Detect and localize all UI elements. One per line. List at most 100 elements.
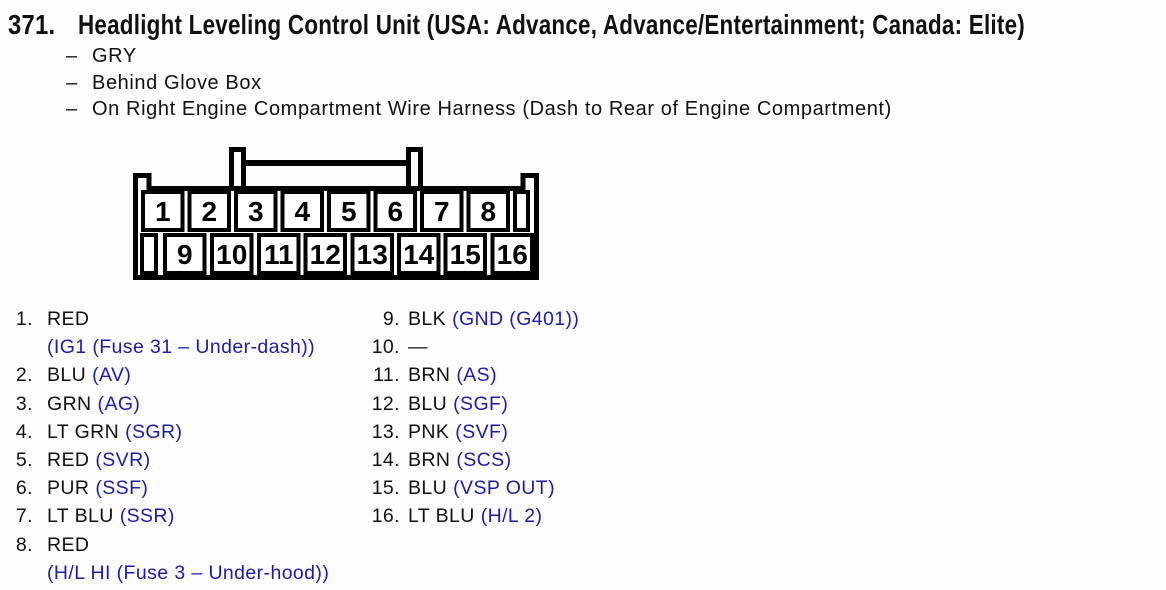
wire-color: PNK (408, 420, 450, 443)
pin-label-5: 5 (341, 196, 357, 227)
wire-color: BLK (408, 308, 447, 330)
empty-slot-top-right (513, 190, 530, 232)
pin-cell-6 (373, 190, 417, 232)
pin-number: 5. (15, 449, 33, 472)
signal-name: (IG1 (Fuse 31 – Under-dash)) (47, 336, 316, 359)
pin-description: RED (H/L HI (Fuse 3 – Under-hood)) (47, 531, 329, 587)
signal-name: (SVF) (455, 420, 509, 443)
detail-item-location: – Behind Glove Box (66, 70, 892, 97)
pin-cell-2 (187, 190, 231, 232)
wire-color: RED (47, 308, 90, 330)
signal-name: (H/L HI (Fuse 3 – Under-hood)) (47, 561, 330, 584)
detail-text: Behind Glove Box (92, 71, 262, 94)
detail-item-color: – GRY (66, 43, 892, 70)
pin-description: LT BLU(H/L 2) (408, 502, 542, 530)
pin-cell-15 (443, 233, 487, 275)
pin-cell-1 (141, 190, 185, 232)
signal-name: (VSP OUT) (453, 477, 555, 500)
signal-name: (AG) (97, 392, 141, 415)
signal-name: (SGF) (453, 392, 509, 415)
signal-name: (AV) (92, 364, 132, 387)
pin-label-2: 2 (201, 196, 217, 227)
pin-cell-8 (466, 190, 510, 232)
pin-description: RED(SVR) (47, 446, 150, 474)
dash-bullet: – (66, 45, 78, 67)
pin-description: GRN(AG) (47, 390, 140, 418)
pin-cell-7 (420, 190, 464, 232)
pin-row-8: 8. RED(H/L HI (Fuse 3 – Under-hood)) (0, 531, 329, 587)
wire-color: LT BLU (47, 505, 114, 528)
pin-cell-3 (234, 190, 278, 232)
pin-number: 6. (15, 477, 33, 500)
wire-color: — (408, 336, 428, 359)
pin-description: BLU(AV) (47, 361, 131, 389)
pin-row-7: 7. LT BLU(SSR) (0, 502, 329, 530)
pin-label-12: 12 (310, 239, 341, 270)
pin-row-12: 12. BLU(SGF) (368, 390, 579, 418)
pin-label-1: 1 (155, 196, 171, 227)
empty-slot-bottom-left (140, 233, 158, 275)
pin-description: BRN(AS) (408, 361, 497, 389)
pin-cell-14 (397, 233, 441, 275)
pin-label-14: 14 (403, 239, 435, 270)
wire-color: PUR (47, 477, 90, 500)
pin-row-9: 9. BLK(GND (G401)) (368, 305, 579, 333)
pin-label-6: 6 (387, 196, 403, 227)
dash-bullet: – (66, 71, 78, 94)
pin-row-16: 16. LT BLU(H/L 2) (368, 502, 579, 530)
pin-number: 11. (373, 364, 400, 387)
pin-row-4: 4. LT GRN(SGR) (0, 418, 329, 446)
wire-color: RED (47, 533, 90, 556)
wire-color: BRN (408, 364, 451, 387)
wire-color: RED (47, 449, 90, 472)
pin-list-right: 9. BLK(GND (G401)) 10. — 11. BRN(AS) 12.… (368, 305, 579, 531)
pin-label-8: 8 (480, 196, 496, 227)
section-number: 371. (8, 9, 56, 40)
pin-cell-10 (210, 233, 254, 275)
pin-cell-4 (280, 190, 324, 232)
wire-color: BRN (408, 449, 451, 472)
pin-number: 3. (15, 392, 33, 415)
pin-label-7: 7 (434, 196, 450, 227)
signal-name: (SSF) (95, 477, 149, 500)
wire-color: GRN (47, 392, 92, 415)
pin-label-3: 3 (248, 196, 264, 227)
pin-label-13: 13 (357, 239, 388, 270)
dash-bullet: – (66, 98, 78, 120)
pin-description: PNK(SVF) (408, 418, 508, 446)
connector-diagram: 1 2 3 4 5 6 7 8 9 10 11 12 13 14 15 16 (133, 147, 539, 280)
signal-name: (SGR) (125, 420, 183, 443)
page-title: Headlight Leveling Control Unit (USA: Ad… (78, 9, 1025, 40)
pin-description: LT BLU(SSR) (47, 502, 175, 530)
signal-name: (SVR) (95, 449, 151, 472)
detail-text: On Right Engine Compartment Wire Harness… (92, 98, 892, 120)
pin-description: BLK(GND (G401)) (408, 305, 579, 333)
pin-list-left: 1. RED (IG1 (Fuse 31 – Under-dash)) 2. BL… (0, 305, 329, 587)
signal-name: (SCS) (456, 449, 512, 472)
pin-label-10: 10 (216, 239, 247, 270)
signal-name: (SSR) (119, 505, 175, 528)
pin-row-13: 13. PNK(SVF) (368, 418, 579, 446)
pin-row-15: 15. BLU(VSP OUT) (368, 474, 579, 502)
pin-label-4: 4 (294, 196, 310, 227)
pin-cell-16 (490, 233, 534, 275)
pin-description: LT GRN(SGR) (47, 418, 182, 446)
pin-label-16: 16 (497, 239, 528, 270)
pin-number: 2. (15, 364, 33, 387)
detail-text: GRY (92, 45, 137, 67)
pin-row-3: 3. GRN(AG) (0, 390, 329, 418)
pin-description: RED (IG1 (Fuse 31 – Under-dash)) (47, 305, 315, 361)
pin-cell-11 (257, 233, 301, 275)
pin-description: PUR(SSF) (47, 474, 148, 502)
pin-cell-13 (350, 233, 394, 275)
pin-label-9: 9 (177, 239, 193, 270)
pin-label-11: 11 (264, 239, 294, 270)
pin-row-11: 11. BRN(AS) (368, 361, 579, 389)
pin-number: 1. (15, 308, 33, 330)
wire-color: BLU (408, 477, 448, 500)
pin-label-15: 15 (450, 239, 481, 270)
location-details: – GRY – Behind Glove Box – On Right Engi… (66, 43, 892, 123)
wire-color: LT BLU (408, 505, 475, 528)
pin-number: 9. (382, 308, 400, 330)
